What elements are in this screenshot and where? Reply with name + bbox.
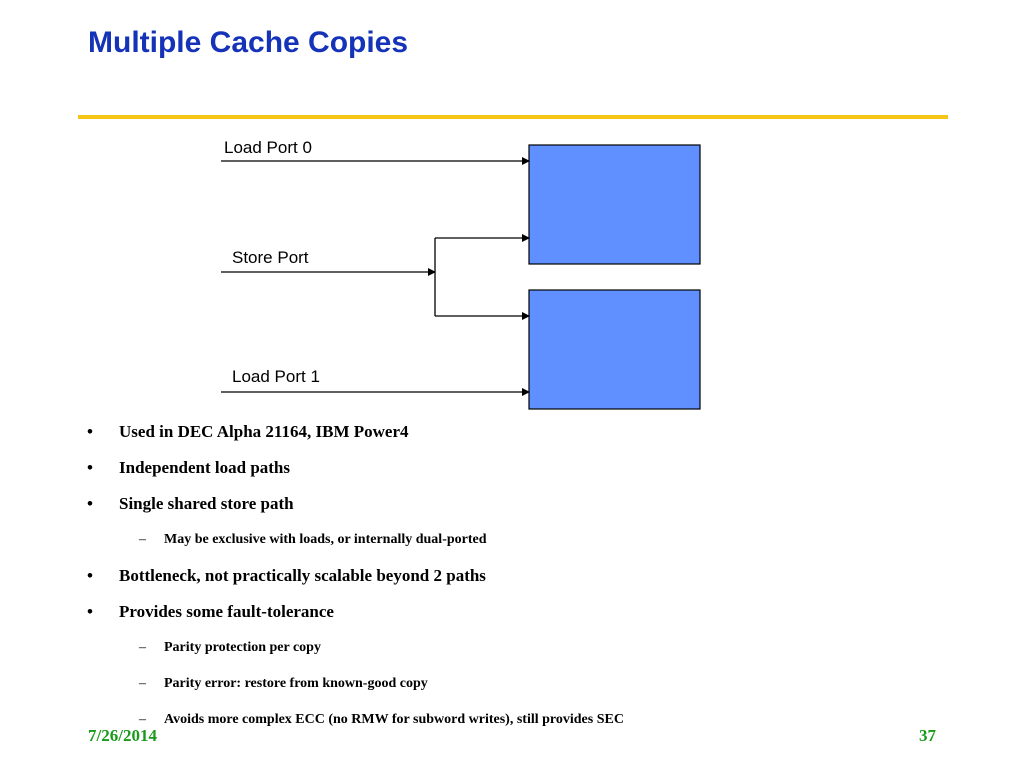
bullet-item: Single shared store path	[87, 492, 947, 528]
page-number: 37	[919, 726, 936, 745]
bullet-item: Used in DEC Alpha 21164, IBM Power4	[87, 420, 947, 456]
sub-bullet-item: Avoids more complex ECC (no RMW for subw…	[87, 708, 947, 744]
sub-bullet-item: May be exclusive with loads, or internal…	[87, 528, 947, 564]
bullet-list: Used in DEC Alpha 21164, IBM Power4 Inde…	[87, 420, 947, 744]
slide-title: Multiple Cache Copies	[88, 26, 409, 59]
cache-copy-1	[528, 289, 701, 410]
cache-copy-0	[528, 144, 701, 265]
load-port-0-label: Load Port 0	[224, 138, 312, 157]
sub-bullet-item: Parity error: restore from known-good co…	[87, 672, 947, 708]
bullet-item: Bottleneck, not practically scalable bey…	[87, 564, 947, 600]
bullet-item: Provides some fault-tolerance	[87, 600, 947, 636]
bullet-item: Independent load paths	[87, 456, 947, 492]
store-port-label: Store Port	[232, 248, 309, 267]
footer-date: 7/26/2014	[88, 726, 157, 745]
load-port-1-label: Load Port 1	[232, 367, 320, 386]
sub-bullet-item: Parity protection per copy	[87, 636, 947, 672]
title-divider	[78, 115, 948, 119]
